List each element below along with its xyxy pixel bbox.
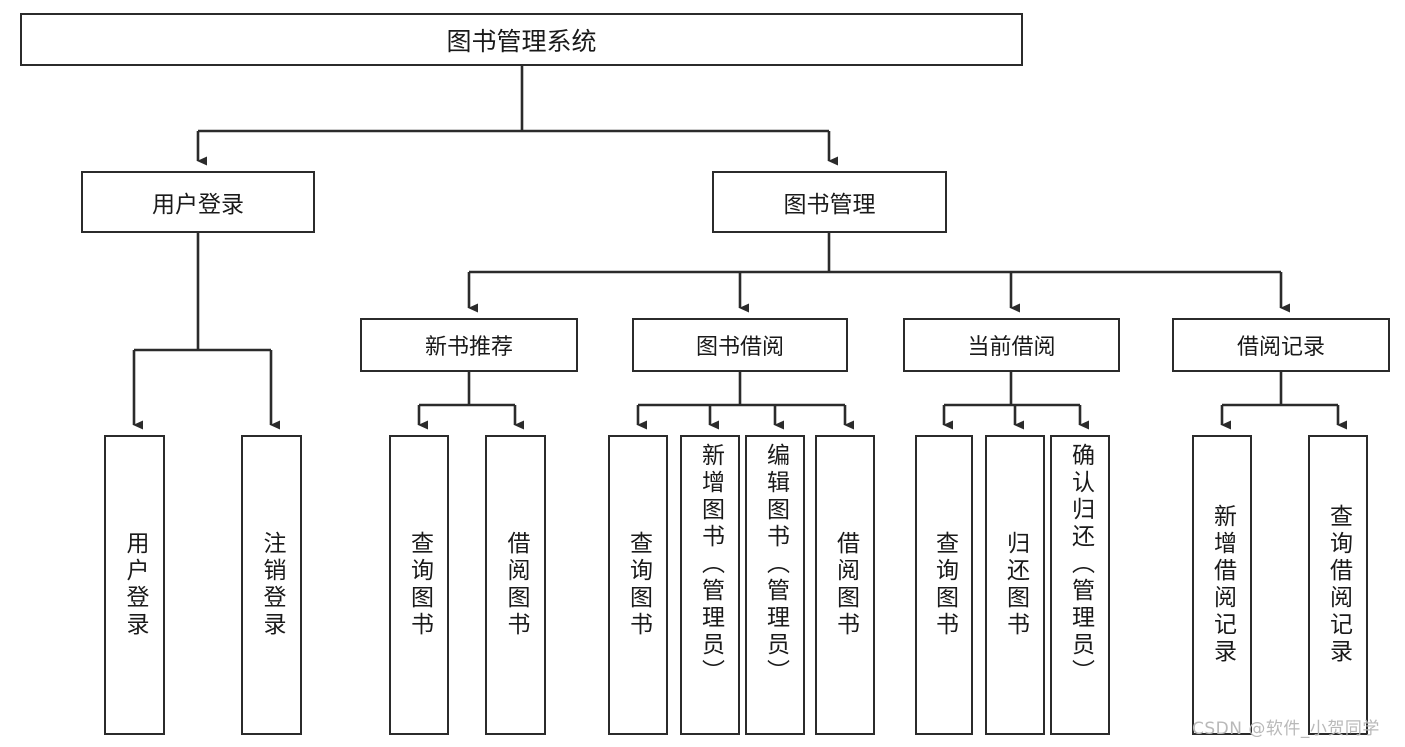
- leaf-query-book-recommend-label: 查询图书: [406, 531, 433, 639]
- node-current-borrow[interactable]: 当前借阅: [903, 318, 1120, 372]
- node-borrow-record[interactable]: 借阅记录: [1172, 318, 1390, 372]
- node-user-login[interactable]: 用户登录: [81, 171, 315, 233]
- leaf-add-book-admin-label: 新增图书（管理员）: [697, 443, 724, 686]
- node-book-management-label: 图书管理: [783, 192, 876, 218]
- leaf-borrow-book[interactable]: 借阅图书: [815, 435, 875, 735]
- node-user-login-label: 用户登录: [152, 192, 244, 218]
- leaf-confirm-return-admin-label: 确认归还（管理员）: [1067, 443, 1094, 686]
- node-book-borrow-label: 图书借阅: [695, 335, 784, 360]
- node-new-book-recommend[interactable]: 新书推荐: [360, 318, 578, 372]
- node-current-borrow-label: 当前借阅: [967, 335, 1056, 360]
- leaf-user-login[interactable]: 用户登录: [104, 435, 165, 735]
- leaf-edit-book-admin-label: 编辑图书（管理员）: [762, 443, 789, 686]
- leaf-borrow-book-label: 借阅图书: [832, 531, 859, 639]
- leaf-logout-label: 注销登录: [259, 531, 285, 639]
- node-book-management[interactable]: 图书管理: [712, 171, 947, 233]
- leaf-add-borrow-record-label: 新增借阅记录: [1209, 504, 1236, 666]
- leaf-query-book-current[interactable]: 查询图书: [915, 435, 973, 735]
- leaf-logout[interactable]: 注销登录: [241, 435, 302, 735]
- leaf-borrow-book-recommend-label: 借阅图书: [503, 531, 529, 639]
- leaf-add-borrow-record[interactable]: 新增借阅记录: [1192, 435, 1252, 735]
- leaf-return-book[interactable]: 归还图书: [985, 435, 1045, 735]
- leaf-query-borrow-record-label: 查询借阅记录: [1325, 504, 1352, 666]
- leaf-borrow-book-recommend[interactable]: 借阅图书: [485, 435, 546, 735]
- leaf-query-book-current-label: 查询图书: [931, 531, 958, 639]
- leaf-confirm-return-admin[interactable]: 确认归还（管理员）: [1050, 435, 1110, 735]
- leaf-return-book-label: 归还图书: [1002, 531, 1029, 639]
- node-root[interactable]: 图书管理系统: [20, 13, 1023, 66]
- leaf-user-login-label: 用户登录: [122, 531, 148, 639]
- leaf-query-book-borrow[interactable]: 查询图书: [608, 435, 668, 735]
- node-borrow-record-label: 借阅记录: [1236, 335, 1325, 360]
- leaf-query-borrow-record[interactable]: 查询借阅记录: [1308, 435, 1368, 735]
- node-new-book-recommend-label: 新书推荐: [424, 335, 513, 360]
- csdn-watermark: CSDN @软件_小贺同学: [1192, 719, 1380, 739]
- node-root-label: 图书管理系统: [446, 26, 597, 56]
- leaf-edit-book-admin[interactable]: 编辑图书（管理员）: [745, 435, 805, 735]
- node-book-borrow[interactable]: 图书借阅: [632, 318, 848, 372]
- leaf-query-book-borrow-label: 查询图书: [625, 531, 652, 639]
- leaf-query-book-recommend[interactable]: 查询图书: [389, 435, 449, 735]
- leaf-add-book-admin[interactable]: 新增图书（管理员）: [680, 435, 740, 735]
